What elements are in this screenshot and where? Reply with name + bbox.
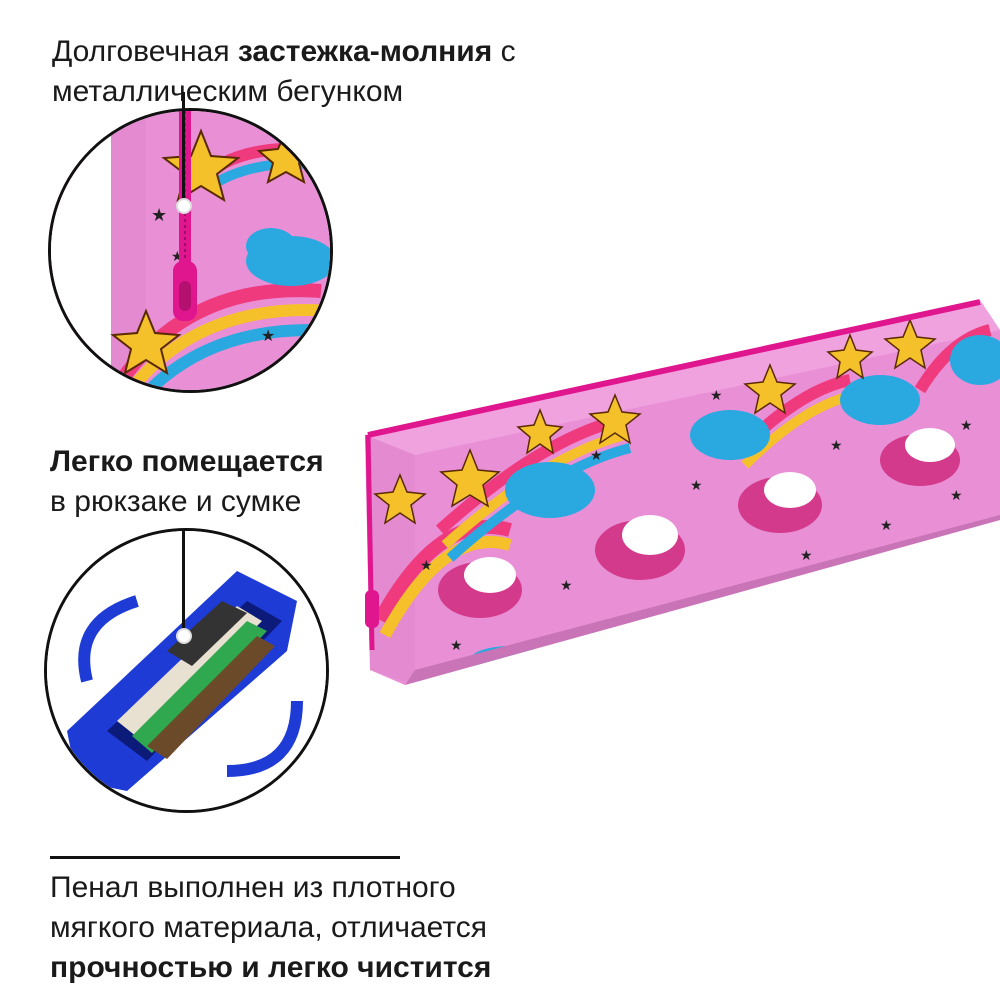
bag-pointer-line: [182, 530, 185, 635]
zipper-caption-line-1: Долговечная застежка-молния с: [52, 35, 516, 68]
fits-caption-line-2: в рюкзаке и сумке: [50, 485, 302, 518]
svg-text:★: ★: [830, 437, 843, 453]
svg-text:★: ★: [560, 577, 573, 593]
svg-text:★: ★: [690, 477, 703, 493]
zipper-pointer-dot: [176, 198, 192, 214]
zipper-closeup-image: ★ ★ ★: [48, 108, 333, 393]
svg-text:★: ★: [950, 487, 963, 503]
zipper-feature-caption: Долговечная застежка-молния с металличес…: [52, 32, 516, 112]
svg-text:★: ★: [590, 447, 603, 463]
material-description: Пенал выполнен из плотного мягкого матер…: [50, 868, 491, 988]
svg-text:★: ★: [261, 328, 275, 345]
fits-highlight: Легко помещается: [50, 445, 324, 478]
material-line-2: мягкого материала, отличается: [50, 911, 488, 944]
zipper-caption-line-2: металлическим бегунком: [52, 75, 404, 108]
svg-text:★: ★: [710, 387, 723, 403]
fits-feature-caption: Легко помещается в рюкзаке и сумке: [50, 442, 324, 522]
bag-illustration: [47, 531, 326, 810]
footer-divider: [50, 856, 400, 859]
pencil-case-illustration: ★★★ ★★★ ★★★ ★★★: [365, 299, 1000, 685]
pencil-case-image: ★★★ ★★★ ★★★ ★★★: [360, 290, 1000, 690]
svg-text:★: ★: [450, 637, 463, 653]
material-highlight: прочностью и легко чистится: [50, 951, 492, 984]
material-line-1: Пенал выполнен из плотного: [50, 871, 456, 904]
svg-text:★: ★: [880, 517, 893, 533]
svg-text:★: ★: [420, 557, 433, 573]
svg-text:★: ★: [151, 205, 167, 225]
svg-text:★: ★: [960, 417, 973, 433]
bag-pointer-dot: [176, 628, 192, 644]
zipper-highlight: застежка-молния: [237, 35, 493, 68]
zipper-pointer-line: [182, 92, 185, 202]
zipper-closeup-illustration: ★ ★ ★: [51, 111, 330, 390]
svg-text:★: ★: [800, 547, 813, 563]
bag-closeup-image: [44, 528, 329, 813]
